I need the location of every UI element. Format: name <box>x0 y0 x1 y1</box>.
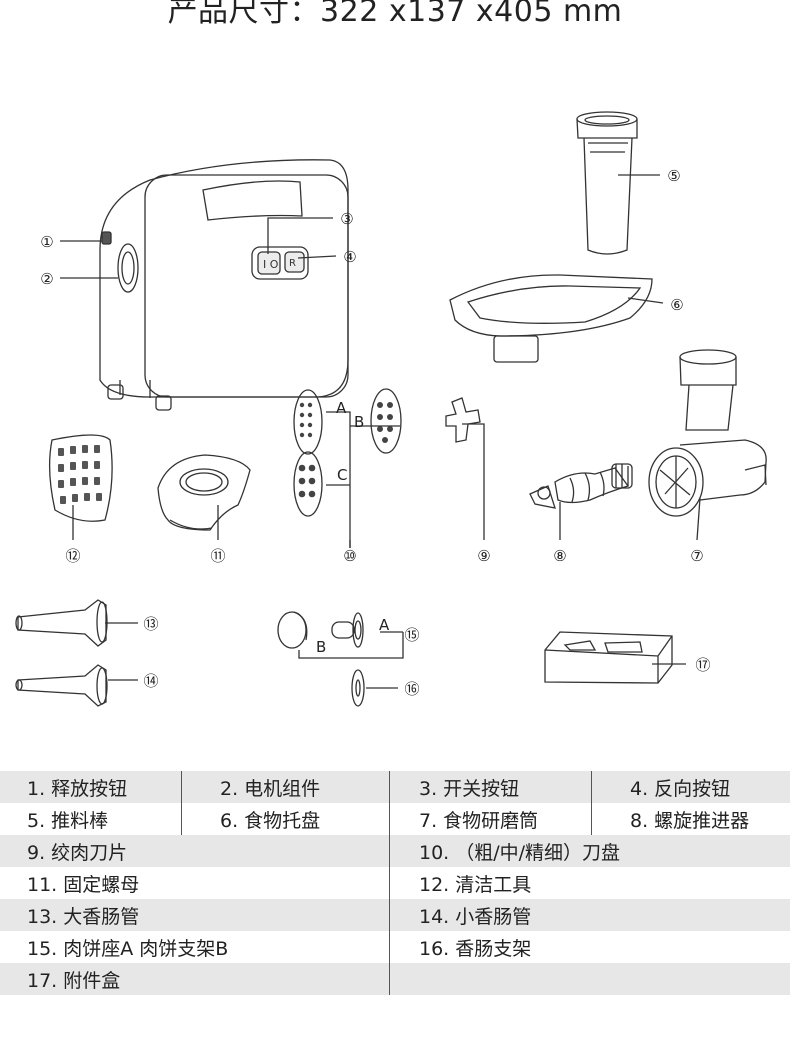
table-cell: 1. 释放按钮 <box>0 771 182 803</box>
table-cell: 10. （粗/中/精细）刀盘 <box>389 835 790 867</box>
callout-7: ⑦ <box>690 547 703 565</box>
plate-label-a: A <box>336 399 347 417</box>
table-cell: 7. 食物研磨筒 <box>389 803 592 835</box>
callout-1: ① <box>40 233 53 251</box>
cutting-plates-illustration <box>293 388 402 548</box>
callout-6: ⑥ <box>670 296 683 314</box>
table-row: 11. 固定螺母 12. 清洁工具 <box>0 867 790 899</box>
table-row: 5. 推料棒 6. 食物托盘 7. 食物研磨筒 8. 螺旋推进器 <box>0 803 790 835</box>
callout-4: ④ <box>343 248 356 266</box>
ring-nut-illustration <box>157 454 251 531</box>
table-cell: 9. 绞肉刀片 <box>0 835 390 867</box>
table-cell: 8. 螺旋推进器 <box>591 803 790 835</box>
accessory-box-illustration <box>544 631 673 684</box>
product-dimensions-title: 产品尺寸：322 x137 x405 mm <box>167 0 623 29</box>
callout-5: ⑤ <box>667 167 680 185</box>
plate-label-c: C <box>337 466 347 484</box>
table-row: 15. 肉饼座A 肉饼支架B 16. 香肠支架 <box>0 931 790 963</box>
table-cell: 17. 附件盒 <box>0 963 390 995</box>
svg-text:I O: I O <box>263 258 279 271</box>
table-cell: 6. 食物托盘 <box>181 803 390 835</box>
callout-13: ⑬ <box>143 615 158 633</box>
sausage-tubes-illustration <box>15 599 108 707</box>
exploded-parts-diagram: I O R <box>15 111 767 707</box>
table-cell: 3. 开关按钮 <box>389 771 592 803</box>
table-cell: 14. 小香肠管 <box>389 899 790 931</box>
callout-3: ③ <box>340 210 353 228</box>
table-cell <box>389 963 790 995</box>
table-row: 13. 大香肠管 14. 小香肠管 <box>0 899 790 931</box>
plate-label-b: B <box>354 413 364 431</box>
callout-12: ⑫ <box>65 547 80 565</box>
table-cell: 16. 香肠支架 <box>389 931 790 963</box>
table-cell: 2. 电机组件 <box>181 771 390 803</box>
table-cell: 4. 反向按钮 <box>591 771 790 803</box>
pusher-illustration <box>576 111 638 255</box>
kubbe-attachments-illustration <box>277 611 404 707</box>
cleaning-tool-illustration <box>48 434 113 522</box>
leader-lines <box>60 174 701 689</box>
motor-unit-illustration: I O R <box>99 159 349 411</box>
callout-14: ⑭ <box>143 672 158 690</box>
kubbe-label-b: B <box>316 638 326 656</box>
table-cell: 15. 肉饼座A 肉饼支架B <box>27 937 229 960</box>
callout-17: ⑰ <box>695 656 710 674</box>
callout-15: ⑮ <box>404 626 419 644</box>
parts-list-table: 1. 释放按钮 2. 电机组件 3. 开关按钮 4. 反向按钮 5. 推料棒 6… <box>0 771 790 995</box>
table-row: 9. 绞肉刀片 10. （粗/中/精细）刀盘 <box>0 835 790 867</box>
table-cell: 5. 推料棒 <box>27 809 109 832</box>
blade-illustration <box>445 397 481 443</box>
table-cell: 11. 固定螺母 <box>27 873 140 896</box>
grinding-head-illustration <box>648 349 767 517</box>
auger-illustration <box>529 463 633 509</box>
kubbe-label-a: A <box>379 616 390 634</box>
svg-text:R: R <box>289 258 296 269</box>
table-row: 17. 附件盒 <box>0 963 790 995</box>
callout-11: ⑪ <box>210 547 225 565</box>
table-cell: 12. 清洁工具 <box>389 867 790 899</box>
table-cell: 13. 大香肠管 <box>0 899 390 931</box>
callout-9: ⑨ <box>477 547 490 565</box>
callout-16: ⑯ <box>404 680 419 698</box>
table-row: 1. 释放按钮 2. 电机组件 3. 开关按钮 4. 反向按钮 <box>0 771 790 803</box>
food-tray-illustration <box>449 274 653 363</box>
callout-2: ② <box>40 270 53 288</box>
callout-10: ⑩ <box>343 547 356 565</box>
callout-8: ⑧ <box>553 547 566 565</box>
